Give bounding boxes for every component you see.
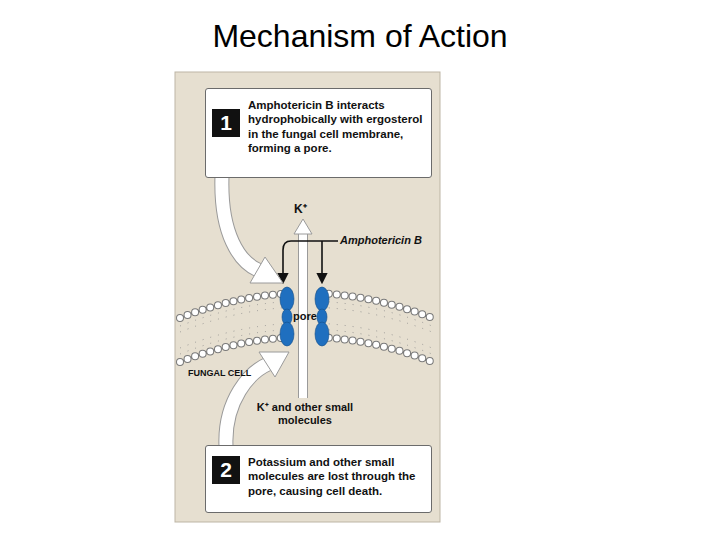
callout-arrow: [226, 352, 289, 446]
pore-label: pore: [291, 310, 319, 323]
callout-number: 1: [212, 109, 240, 137]
callout-text: Potassium and other small molecules are …: [248, 455, 425, 498]
drug-label: Amphotericin B: [340, 234, 435, 247]
callout-arrow: [222, 176, 283, 283]
cell-label: FUNGAL CELL: [188, 368, 278, 379]
ion-label: K⁺ and other small molecules: [255, 401, 355, 427]
ion-label: K⁺: [294, 202, 318, 216]
slide-title: Mechanism of Action: [0, 18, 720, 55]
efflux-arrow: [294, 219, 312, 398]
callout-text: Amphotericin B interacts hydrophobically…: [248, 98, 425, 156]
drug-arrow: [283, 241, 338, 282]
callout-box: 2 Potassium and other small molecules are…: [205, 445, 432, 513]
callout-number: 2: [212, 456, 240, 484]
callout-box: 1 Amphotericin B interacts hydrophobicall…: [205, 88, 432, 178]
figure-panel: [175, 72, 440, 522]
